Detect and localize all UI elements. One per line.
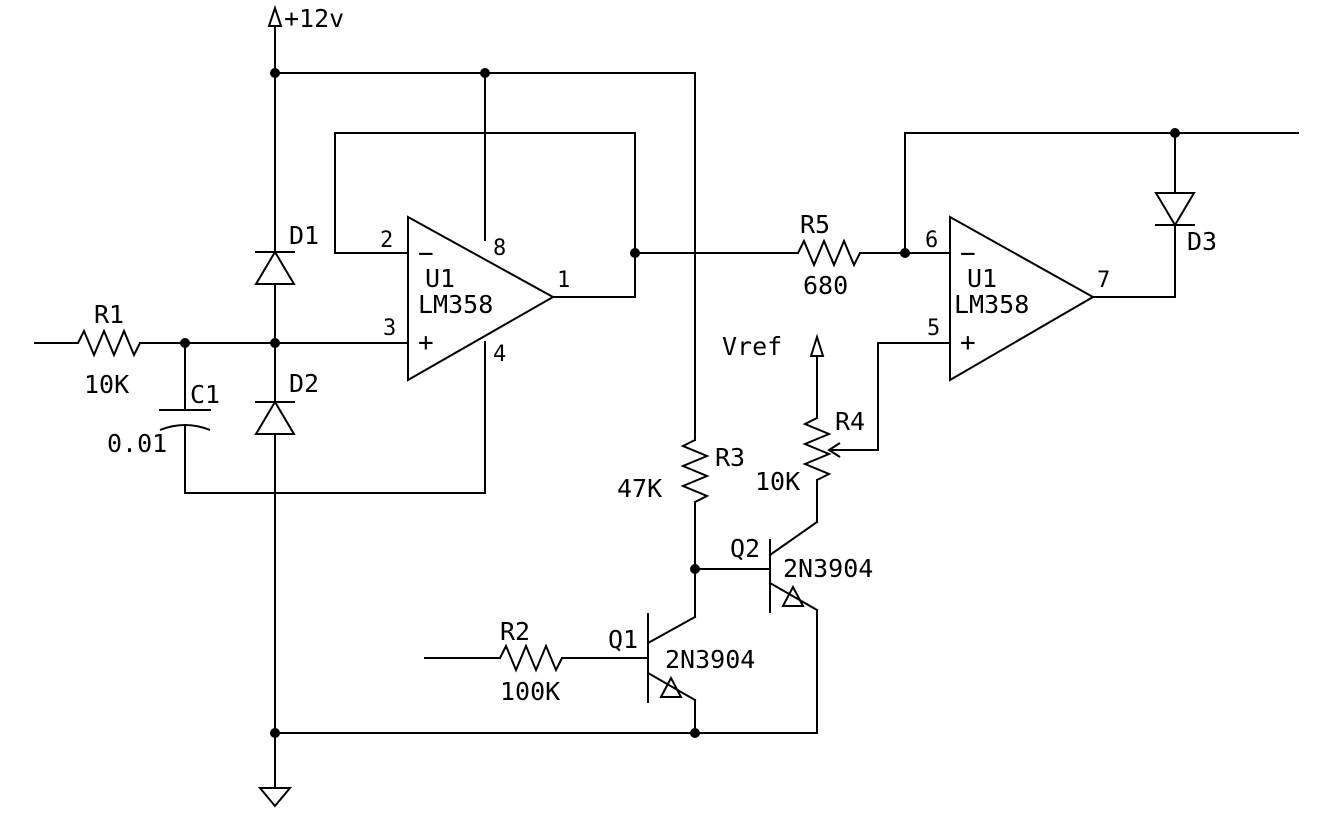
u1a-feedback-wire bbox=[334, 132, 636, 298]
r3-ref: R3 bbox=[715, 443, 745, 472]
diode-d3 bbox=[1154, 132, 1196, 298]
u1b-plus: + bbox=[960, 328, 976, 358]
r5-value: 680 bbox=[803, 271, 848, 300]
u1b-pin-inv: 6 bbox=[925, 228, 938, 253]
junction-dots bbox=[180, 68, 1180, 738]
ground-symbol bbox=[257, 777, 293, 808]
u1b-minus: − bbox=[960, 239, 976, 269]
resistor-r3 bbox=[680, 439, 710, 618]
r1-ref: R1 bbox=[94, 300, 124, 329]
capacitor-c1 bbox=[159, 341, 486, 494]
opamp-u1b bbox=[949, 215, 1176, 382]
u1a-ref: U1 bbox=[425, 264, 455, 293]
u1a-minus: − bbox=[418, 239, 434, 269]
c1-ref: C1 bbox=[190, 380, 220, 409]
c1-value: 0.01 bbox=[107, 429, 167, 458]
u1a-pin-noninv: 3 bbox=[383, 316, 396, 341]
supply-12v-symbol bbox=[267, 4, 283, 74]
d3-ref: D3 bbox=[1187, 227, 1217, 256]
u1b-pin-noninv: 5 bbox=[927, 316, 940, 341]
r2-value: 100K bbox=[500, 677, 560, 706]
u1a-pin-gnd: 4 bbox=[493, 342, 506, 367]
r3-value: 47K bbox=[617, 474, 662, 503]
r5-ref: R5 bbox=[800, 210, 830, 239]
d1-ref: D1 bbox=[289, 221, 319, 250]
transistor-q1 bbox=[646, 613, 697, 703]
vref-label: Vref bbox=[722, 332, 782, 361]
opamp-u1a bbox=[334, 215, 636, 382]
u1a-plus: + bbox=[418, 328, 434, 358]
r2-ref: R2 bbox=[500, 617, 530, 646]
supply-label: +12v bbox=[284, 4, 344, 33]
ground-rail-wire bbox=[274, 609, 818, 734]
d2-ref: D2 bbox=[289, 369, 319, 398]
q2-ref: Q2 bbox=[730, 534, 760, 563]
u1b-pin-out: 7 bbox=[1097, 268, 1110, 293]
diode-d2 bbox=[254, 400, 296, 779]
u1a-value: LM358 bbox=[418, 290, 493, 319]
r4-ref: R4 bbox=[835, 407, 865, 436]
u1b-ref: U1 bbox=[967, 264, 997, 293]
r4-value: 10K bbox=[755, 467, 800, 496]
potentiometer-r4 bbox=[802, 342, 951, 521]
q1-ref: Q1 bbox=[608, 625, 638, 654]
resistor-r2 bbox=[424, 643, 649, 673]
q1-value: 2N3904 bbox=[665, 645, 755, 674]
supply-rail-wire bbox=[274, 72, 696, 441]
r1-value: 10K bbox=[84, 370, 129, 399]
q2-value: 2N3904 bbox=[783, 554, 873, 583]
u1a-pin-out: 1 bbox=[557, 268, 570, 293]
vref-symbol bbox=[809, 333, 825, 419]
u1b-value: LM358 bbox=[954, 290, 1029, 319]
transistor-q2 bbox=[694, 519, 819, 613]
u1b-feedback-wire bbox=[904, 132, 1299, 254]
resistor-r1 bbox=[34, 328, 409, 358]
u1a-pin-inv: 2 bbox=[380, 228, 393, 253]
u1a-pin-vcc: 8 bbox=[493, 236, 506, 261]
